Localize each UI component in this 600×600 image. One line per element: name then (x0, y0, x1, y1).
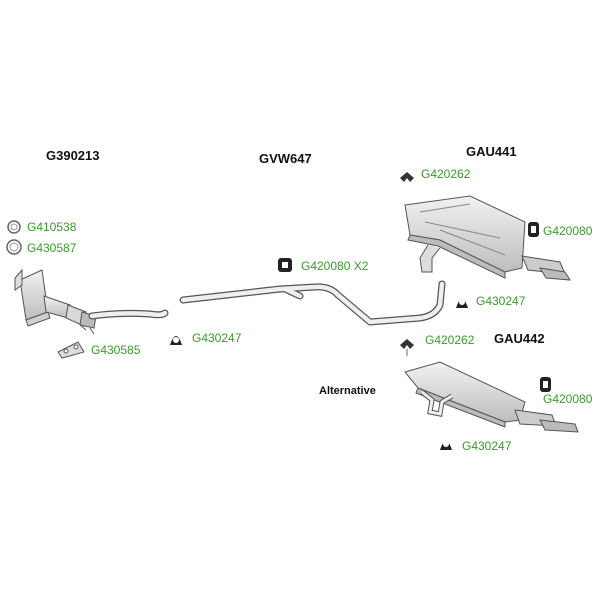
clamp-ring-icon (7, 220, 21, 234)
rubber-hanger-icon (540, 377, 551, 392)
part-label-hanger-top-right-main: G420080 (543, 224, 593, 238)
part-label-clamp-ring-b: G430587 (27, 241, 77, 255)
part-label-bracket-top-main: G420262 (421, 167, 471, 181)
part-label-hanger-bottom-main: G430247 (476, 294, 526, 308)
clamp-ring-icon (6, 239, 22, 255)
rear-silencer-alt-part (404, 361, 579, 433)
front-catalyst-part (14, 268, 97, 335)
part-label-hanger-mid: G420080 X2 (301, 259, 369, 273)
alternative-label: Alternative (319, 385, 376, 397)
rear-silencer-main-part (404, 195, 571, 281)
rubber-hanger-icon (440, 441, 452, 450)
assembly-title-rear-main: GAU441 (466, 144, 517, 159)
rubber-hanger-icon (170, 336, 182, 345)
part-label-hanger-front: G430247 (192, 331, 242, 345)
bracket-icon (400, 339, 414, 356)
assembly-title-front: G390213 (46, 148, 100, 163)
bracket-icon (400, 172, 414, 182)
assembly-title-middle: GVW647 (259, 151, 312, 166)
rubber-hanger-icon (456, 299, 468, 308)
part-label-bracket-top-alt: G420262 (425, 333, 475, 347)
part-label-hanger-bottom-alt: G430247 (462, 439, 512, 453)
middle-pipe-part (179, 280, 446, 326)
part-label-gasket-front: G430585 (91, 343, 141, 357)
assembly-title-rear-alt: GAU442 (494, 331, 545, 346)
part-label-clamp-ring-a: G410538 (27, 220, 77, 234)
part-label-hanger-right-alt: G420080 (543, 392, 593, 406)
rubber-hanger-icon (278, 258, 292, 272)
gasket-icon (57, 341, 85, 359)
rubber-hanger-icon (528, 222, 539, 237)
front-pipe-part (88, 309, 169, 320)
